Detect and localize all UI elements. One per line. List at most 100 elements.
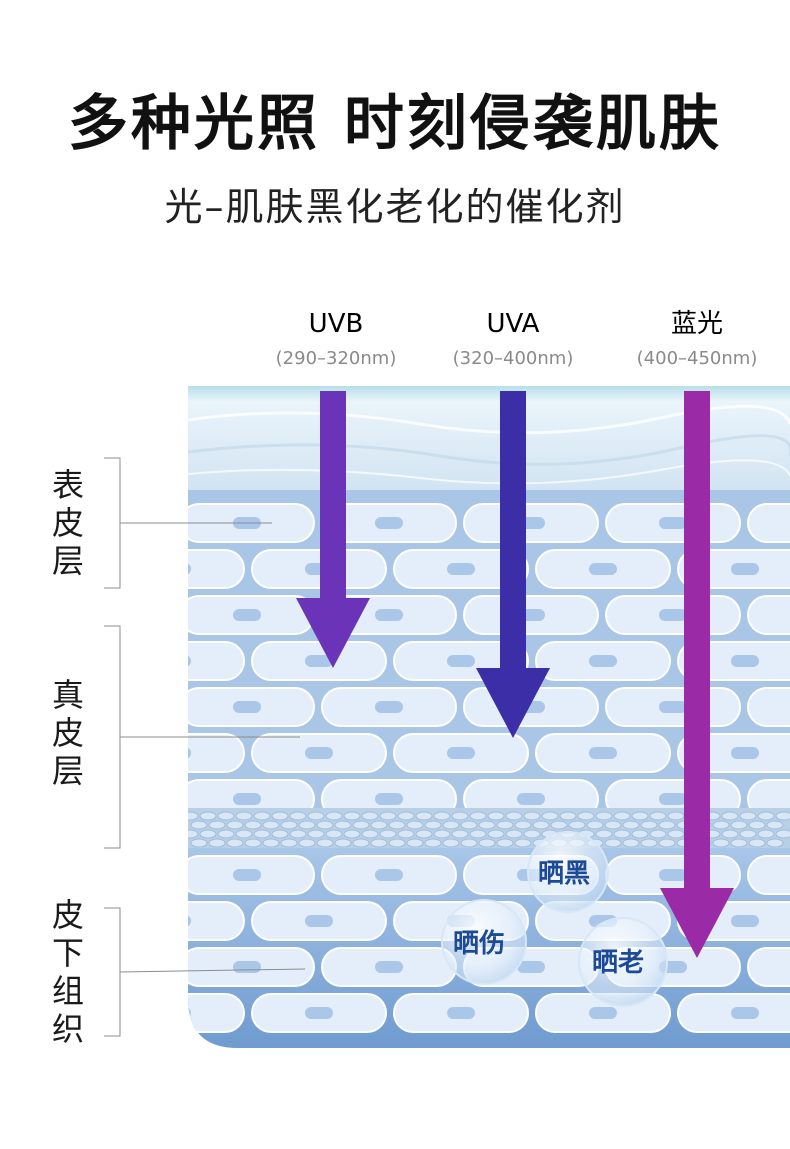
granule bbox=[559, 811, 577, 821]
granule bbox=[532, 820, 550, 830]
granule bbox=[613, 829, 631, 839]
cell bbox=[747, 595, 790, 635]
granule bbox=[505, 829, 523, 839]
cell-nucleus bbox=[447, 747, 475, 759]
granule bbox=[388, 820, 406, 830]
granule bbox=[730, 838, 748, 848]
granule bbox=[649, 811, 667, 821]
granule bbox=[361, 811, 379, 821]
cell bbox=[188, 549, 245, 589]
granule bbox=[442, 838, 460, 848]
granule bbox=[469, 811, 487, 821]
granule bbox=[595, 811, 613, 821]
ray-range-bluelight: (400–450nm) bbox=[636, 348, 758, 369]
granule bbox=[487, 811, 505, 821]
granule bbox=[523, 811, 541, 821]
cell-nucleus bbox=[233, 793, 261, 805]
granule bbox=[271, 811, 289, 821]
granule bbox=[334, 838, 352, 848]
cell-nucleus bbox=[188, 1007, 191, 1019]
granule bbox=[658, 838, 676, 848]
granule bbox=[451, 811, 469, 821]
granule bbox=[226, 838, 244, 848]
granule bbox=[721, 829, 739, 839]
granule bbox=[631, 811, 649, 821]
granule bbox=[208, 838, 226, 848]
cell-nucleus bbox=[659, 701, 687, 713]
granule bbox=[262, 820, 280, 830]
granule bbox=[280, 838, 298, 848]
granule bbox=[451, 829, 469, 839]
page-title: 多种光照 时刻侵袭肌肤 bbox=[68, 89, 722, 159]
cell-nucleus bbox=[375, 517, 403, 529]
granule bbox=[352, 838, 370, 848]
cell bbox=[747, 687, 790, 727]
cell bbox=[188, 733, 245, 773]
granule bbox=[712, 838, 730, 848]
granule bbox=[658, 820, 676, 830]
granule bbox=[343, 829, 361, 839]
granule bbox=[586, 820, 604, 830]
granule bbox=[370, 820, 388, 830]
bubble-tanning bbox=[527, 831, 609, 913]
cell-nucleus bbox=[375, 869, 403, 881]
bubble-aging bbox=[578, 917, 668, 1007]
granule bbox=[307, 811, 325, 821]
cell-nucleus bbox=[305, 747, 333, 759]
layer-label-epidermis: 表皮层 bbox=[51, 466, 84, 580]
bubble-damage bbox=[441, 899, 527, 985]
granule bbox=[406, 838, 424, 848]
granule bbox=[478, 838, 496, 848]
granule bbox=[460, 838, 478, 848]
ray-name-bluelight: 蓝光 bbox=[670, 309, 723, 339]
granule bbox=[496, 820, 514, 830]
granule bbox=[199, 829, 217, 839]
granule bbox=[712, 820, 730, 830]
cell-nucleus bbox=[305, 1007, 333, 1019]
cell-nucleus bbox=[375, 961, 403, 973]
cell-nucleus bbox=[188, 915, 191, 927]
granule bbox=[541, 811, 559, 821]
granule bbox=[217, 811, 235, 821]
granule bbox=[226, 820, 244, 830]
granule bbox=[307, 829, 325, 839]
granule bbox=[667, 811, 685, 821]
granule bbox=[568, 820, 586, 830]
granule bbox=[244, 838, 262, 848]
granule bbox=[190, 838, 208, 848]
granule bbox=[442, 820, 460, 830]
granule bbox=[188, 829, 199, 839]
cell bbox=[188, 901, 245, 941]
granule bbox=[235, 829, 253, 839]
granule bbox=[415, 811, 433, 821]
effect-label-damage: 晒伤 bbox=[453, 929, 506, 959]
granule bbox=[487, 829, 505, 839]
cell bbox=[188, 641, 245, 681]
granule bbox=[577, 811, 595, 821]
cell-nucleus bbox=[731, 1007, 759, 1019]
cell-nucleus bbox=[731, 747, 759, 759]
granule bbox=[514, 838, 532, 848]
cell-nucleus bbox=[375, 793, 403, 805]
cell bbox=[747, 503, 790, 543]
cell bbox=[747, 855, 790, 895]
layer-label-subcutis: 皮下组织 bbox=[51, 896, 84, 1048]
granule bbox=[433, 811, 451, 821]
granule bbox=[253, 829, 271, 839]
granule bbox=[244, 820, 262, 830]
granule bbox=[361, 829, 379, 839]
granule bbox=[298, 820, 316, 830]
granule bbox=[379, 829, 397, 839]
granule bbox=[775, 811, 790, 821]
granule bbox=[217, 829, 235, 839]
granule bbox=[757, 811, 775, 821]
granule bbox=[316, 820, 334, 830]
granule bbox=[325, 811, 343, 821]
granule bbox=[550, 820, 568, 830]
granule bbox=[253, 811, 271, 821]
cell-nucleus bbox=[447, 655, 475, 667]
cell-nucleus bbox=[188, 655, 191, 667]
layer-brackets bbox=[104, 457, 306, 1037]
cell-nucleus bbox=[731, 915, 759, 927]
granule bbox=[208, 820, 226, 830]
